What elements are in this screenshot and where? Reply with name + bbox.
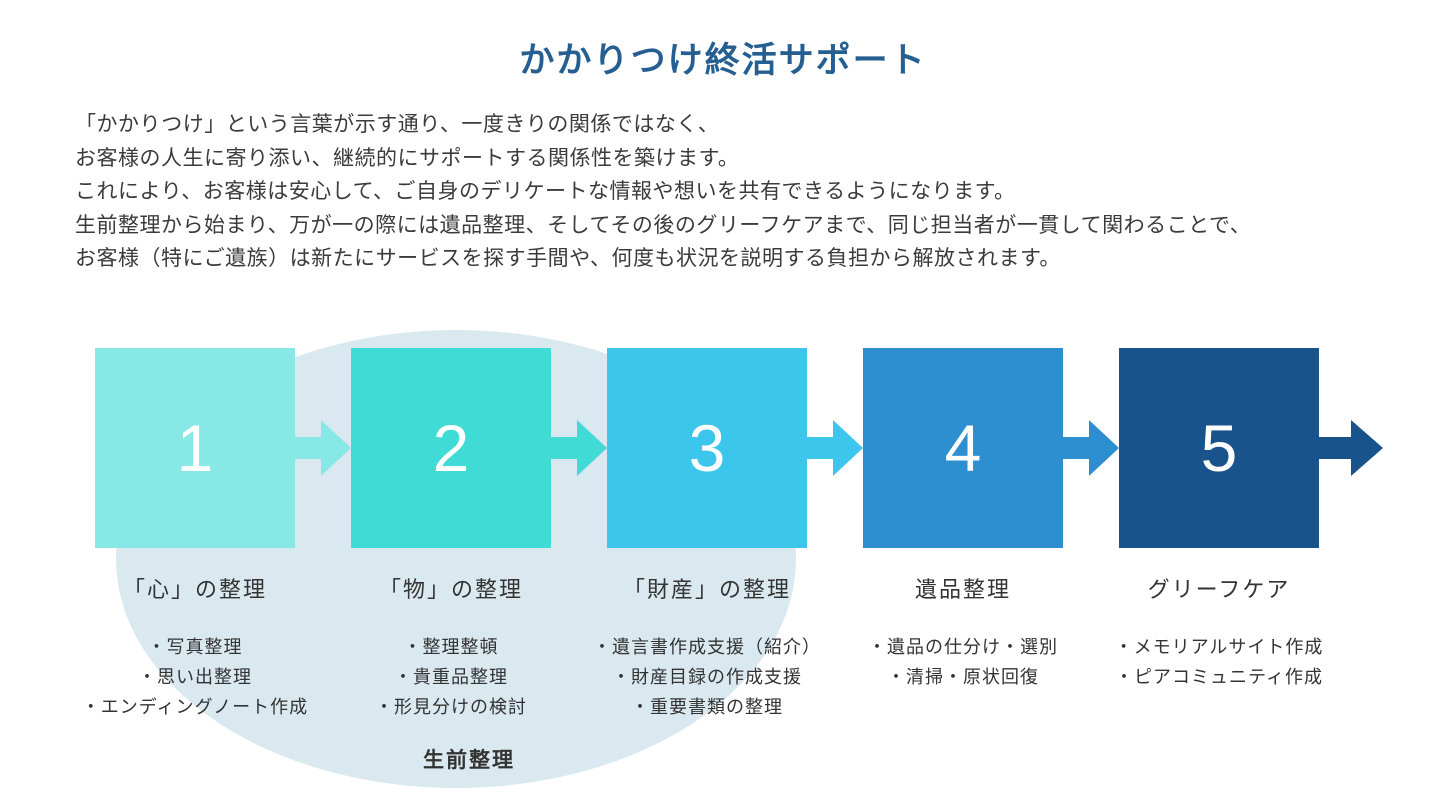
step-3-label: 「財産」の整理 <box>622 577 791 602</box>
step-5-box: 5 <box>1119 348 1319 548</box>
page-title: かかりつけ終活サポート <box>519 41 927 80</box>
step-5-number: 5 <box>1200 411 1238 485</box>
step-3-number: 3 <box>688 411 726 485</box>
step-2-number: 2 <box>432 411 470 485</box>
step-1-number: 1 <box>176 411 214 485</box>
step-4-box: 4 <box>863 348 1063 548</box>
arrow-3-4-icon <box>807 420 863 476</box>
arrow-1-2-icon <box>295 420 351 476</box>
arrow-4-5-icon <box>1063 420 1119 476</box>
step-1-label: 「心」の整理 <box>122 577 267 602</box>
step-2-bullets: ・整理整頓 ・貴重品整理 ・形見分けの検討 <box>375 637 527 717</box>
step-1-bullets: ・写真整理 ・思い出整理 ・エンディングノート作成 <box>81 637 309 717</box>
step-5-bullets: ・メモリアルサイト作成 ・ピアコミュニティ作成 <box>1114 637 1324 687</box>
arrow-final-icon <box>1319 420 1383 476</box>
arrow-2-3-icon <box>551 420 607 476</box>
step-4-number: 4 <box>944 411 982 485</box>
step-4-bullets: ・遺品の仕分け・選別 ・清掃・原状回復 <box>868 637 1058 687</box>
seizen-seiri-group-label: 生前整理 <box>423 749 515 772</box>
intro-text: 「かかりつけ」という言葉が示す通り、一度きりの関係ではなく、 お客様の人生に寄り… <box>75 113 1252 271</box>
step-2-label: 「物」の整理 <box>378 577 523 602</box>
step-2-box: 2 <box>351 348 551 548</box>
step-5-label: グリーフケア <box>1147 577 1291 602</box>
step-4-label: 遺品整理 <box>914 577 1011 602</box>
step-1-box: 1 <box>95 348 295 548</box>
step-3-bullets: ・遺言書作成支援（紹介） ・財産目録の作成支援 ・重要書類の整理 <box>593 637 821 717</box>
step-3-box: 3 <box>607 348 807 548</box>
